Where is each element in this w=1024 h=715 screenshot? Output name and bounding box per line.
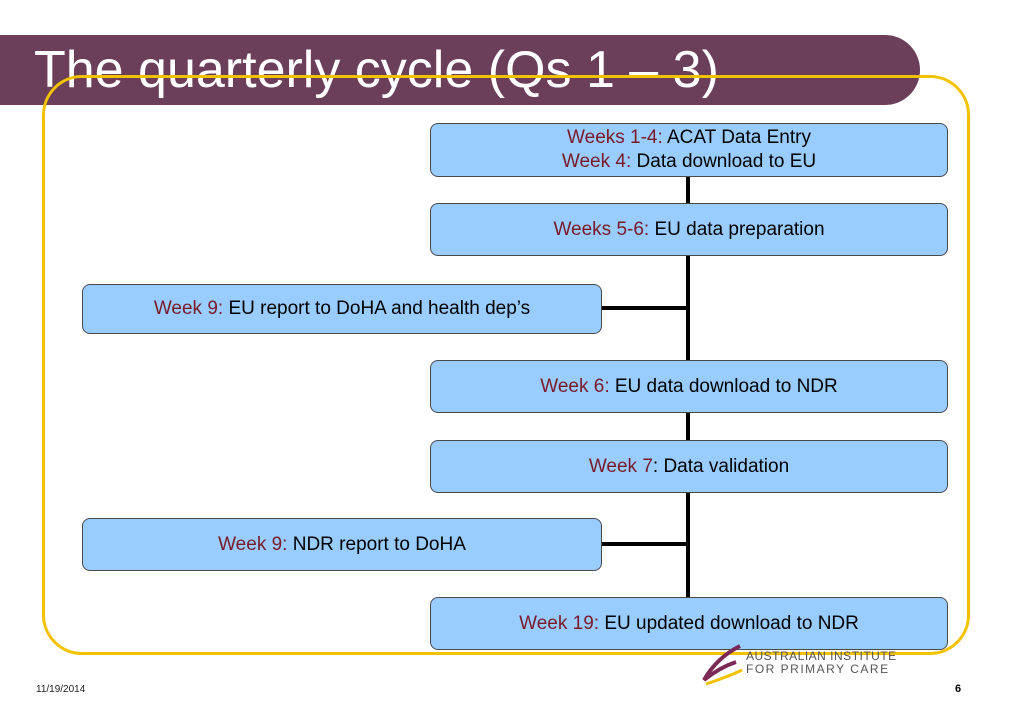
step-box-week-9-ndr-report: Week 9: NDR report to DoHA	[82, 518, 602, 571]
step-box-week-19: Week 19: EU updated download to NDR	[430, 597, 948, 650]
title-bar	[0, 35, 920, 105]
aipc-logo-icon	[702, 644, 743, 686]
step-box-week-7: Week 7: Data validation	[430, 440, 948, 493]
step-box-week-9-eu-report: Week 9: EU report to DoHA and health dep…	[82, 284, 602, 334]
slide-title: The quarterly cycle (Qs 1 – 3)	[34, 41, 719, 99]
step-box-weeks-1-4: Weeks 1-4: ACAT Data Entry Week 4: Data …	[430, 123, 948, 177]
logo-text-line1: AUSTRALIAN INSTITUTE	[746, 649, 897, 663]
branch-connector-ndr-report	[602, 542, 688, 546]
aipc-logo: AUSTRALIAN INSTITUTE FOR PRIMARY CARE	[700, 640, 896, 690]
step-box-weeks-5-6: Weeks 5-6: EU data preparation	[430, 203, 948, 256]
step-box-week-6: Week 6: EU data download to NDR	[430, 360, 948, 413]
page-number: 6	[955, 683, 962, 695]
content-frame	[42, 75, 970, 655]
branch-connector-eu-report	[602, 306, 688, 310]
footer-date: 11/19/2014	[36, 684, 86, 695]
logo-text-line2: FOR PRIMARY CARE	[746, 662, 890, 676]
